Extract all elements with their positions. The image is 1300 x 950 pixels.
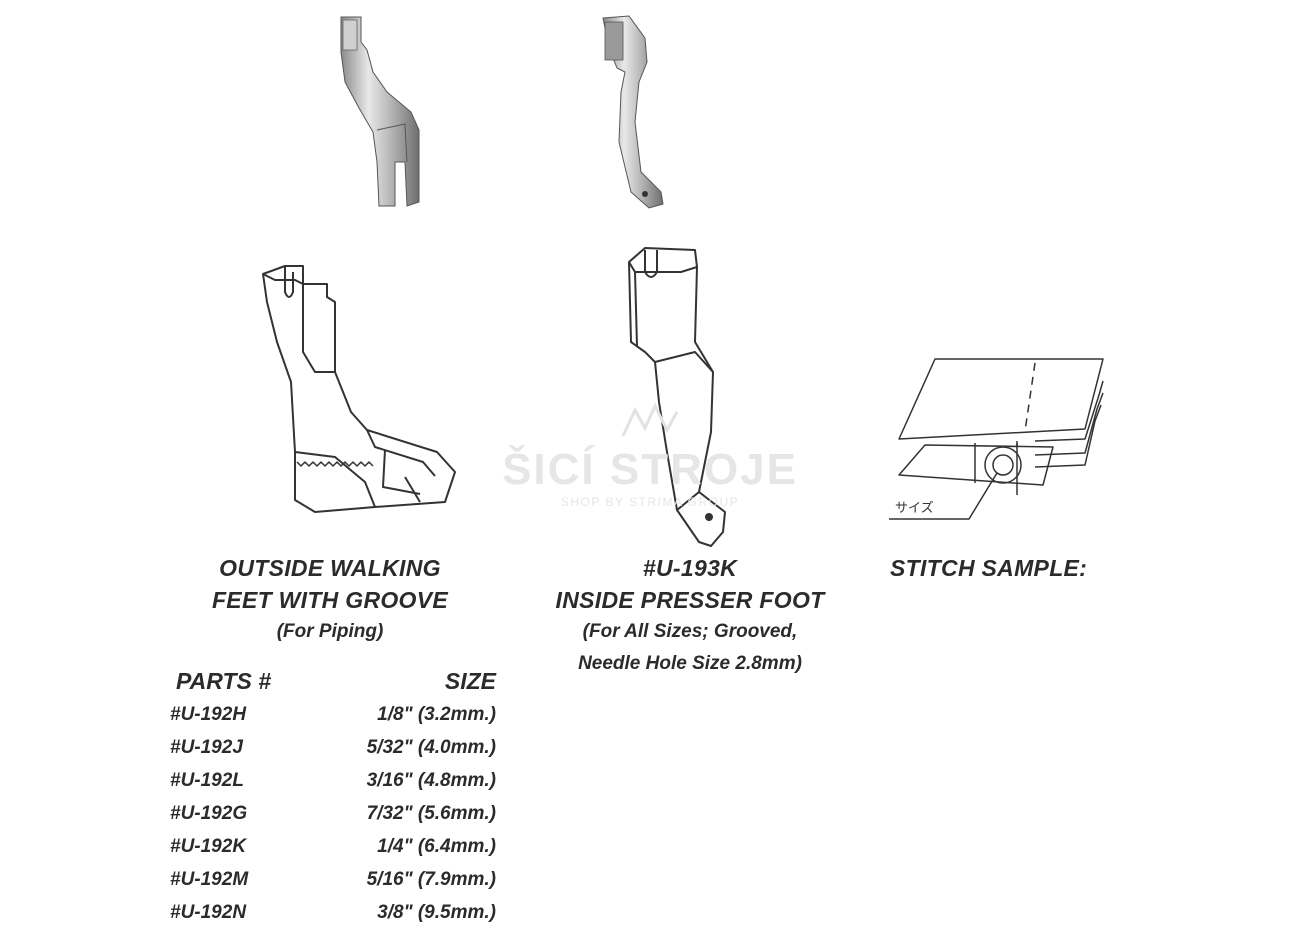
outside-foot-title-line1: OUTSIDE WALKING: [219, 555, 441, 581]
part-size: 5/32" (4.0mm.): [366, 737, 496, 758]
part-size: 5/16" (7.9mm.): [366, 869, 496, 890]
part-size: 1/4" (6.4mm.): [377, 836, 496, 857]
table-row: #U-192G 7/32" (5.6mm.): [170, 803, 496, 833]
inside-foot-title: INSIDE PRESSER FOOT: [555, 587, 825, 613]
table-row: #U-192L 3/16" (4.8mm.): [170, 770, 496, 800]
part-size: 7/32" (5.6mm.): [366, 803, 496, 824]
part-number: #U-192M: [170, 869, 249, 890]
inside-foot-note-line1: (For All Sizes; Grooved,: [582, 621, 798, 642]
part-number: #U-192N: [170, 902, 247, 923]
part-size: 3/8" (9.5mm.): [377, 902, 496, 923]
table-row: #U-192N 3/8" (9.5mm.): [170, 902, 496, 932]
outside-foot-caption: OUTSIDE WALKING FEET WITH GROOVE (For Pi…: [170, 552, 490, 648]
inside-foot-caption: #U-193K INSIDE PRESSER FOOT (For All Siz…: [520, 552, 860, 680]
part-number: #U-192H: [170, 704, 247, 725]
part-number: #U-192K: [170, 836, 247, 857]
stitch-sample-title: STITCH SAMPLE:: [890, 555, 1088, 581]
watermark: ŠICÍ STROJE SHOP BY STRIMA GROUP: [470, 400, 830, 509]
part-size: 1/8" (3.2mm.): [377, 704, 496, 725]
outside-foot-title-line2: FEET WITH GROOVE: [211, 587, 449, 613]
part-number: #U-192G: [170, 803, 248, 824]
parts-table: PARTS # SIZE #U-192H 1/8" (3.2mm.) #U-19…: [170, 668, 500, 928]
part-number: #U-192J: [170, 737, 243, 758]
watermark-logo-icon: [621, 402, 679, 437]
outside-foot-photo: [340, 16, 420, 207]
parts-table-header-size: SIZE: [444, 668, 496, 694]
inside-foot-drawing: [628, 247, 726, 547]
table-row: #U-192K 1/4" (6.4mm.): [170, 836, 496, 866]
watermark-brand: ŠICÍ STROJE: [502, 445, 798, 494]
inside-foot-note-line2: Needle Hole Size 2.8mm): [578, 653, 802, 674]
inside-foot-photo: [602, 15, 664, 209]
table-row: #U-192H 1/8" (3.2mm.): [170, 704, 496, 734]
table-row: #U-192M 5/16" (7.9mm.): [170, 869, 496, 899]
stitch-sample-diagram: [889, 358, 1104, 520]
part-size: 3/16" (4.8mm.): [366, 770, 496, 791]
watermark-tagline: SHOP BY STRIMA GROUP: [560, 495, 740, 509]
part-number: #U-192L: [170, 770, 244, 791]
parts-table-header-part: PARTS #: [176, 668, 272, 694]
outside-foot-subtitle: (For Piping): [276, 621, 384, 642]
size-label: サイズ: [895, 501, 934, 516]
table-row: #U-192J 5/32" (4.0mm.): [170, 737, 496, 767]
inside-foot-part-number: #U-193K: [642, 555, 738, 581]
outside-foot-drawing: [262, 265, 456, 513]
